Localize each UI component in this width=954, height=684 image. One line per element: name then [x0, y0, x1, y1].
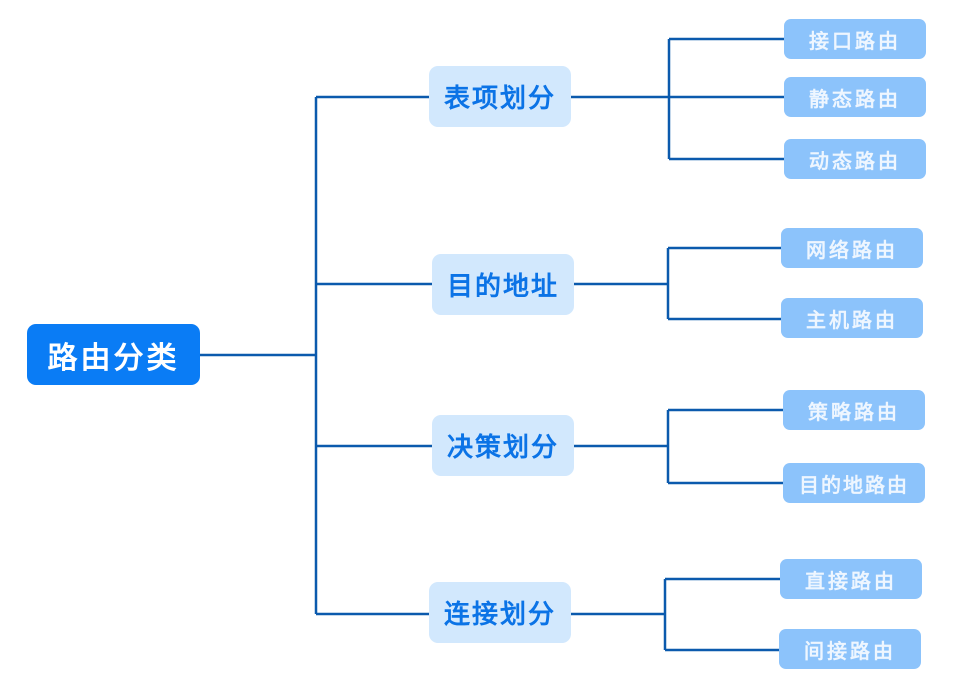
leaf-node-interface-route[interactable]: 接口路由 [784, 19, 926, 59]
root-node[interactable]: 路由分类 [27, 324, 200, 385]
leaf-node-indirect-route[interactable]: 间接路由 [779, 629, 921, 669]
leaf-node-destination-route[interactable]: 目的地路由 [783, 463, 925, 503]
leaf-node-static-route[interactable]: 静态路由 [784, 77, 926, 117]
leaf-node-direct-route[interactable]: 直接路由 [780, 559, 922, 599]
leaf-node-dynamic-route[interactable]: 动态路由 [784, 139, 926, 179]
category-node-decision[interactable]: 决策划分 [432, 415, 574, 476]
leaf-node-policy-route[interactable]: 策略路由 [783, 390, 925, 430]
leaf-node-network-route[interactable]: 网络路由 [781, 228, 923, 268]
category-node-destination[interactable]: 目的地址 [432, 254, 574, 315]
category-node-table-entry[interactable]: 表项划分 [429, 66, 571, 127]
leaf-node-host-route[interactable]: 主机路由 [781, 298, 923, 338]
category-node-connection[interactable]: 连接划分 [429, 582, 571, 643]
